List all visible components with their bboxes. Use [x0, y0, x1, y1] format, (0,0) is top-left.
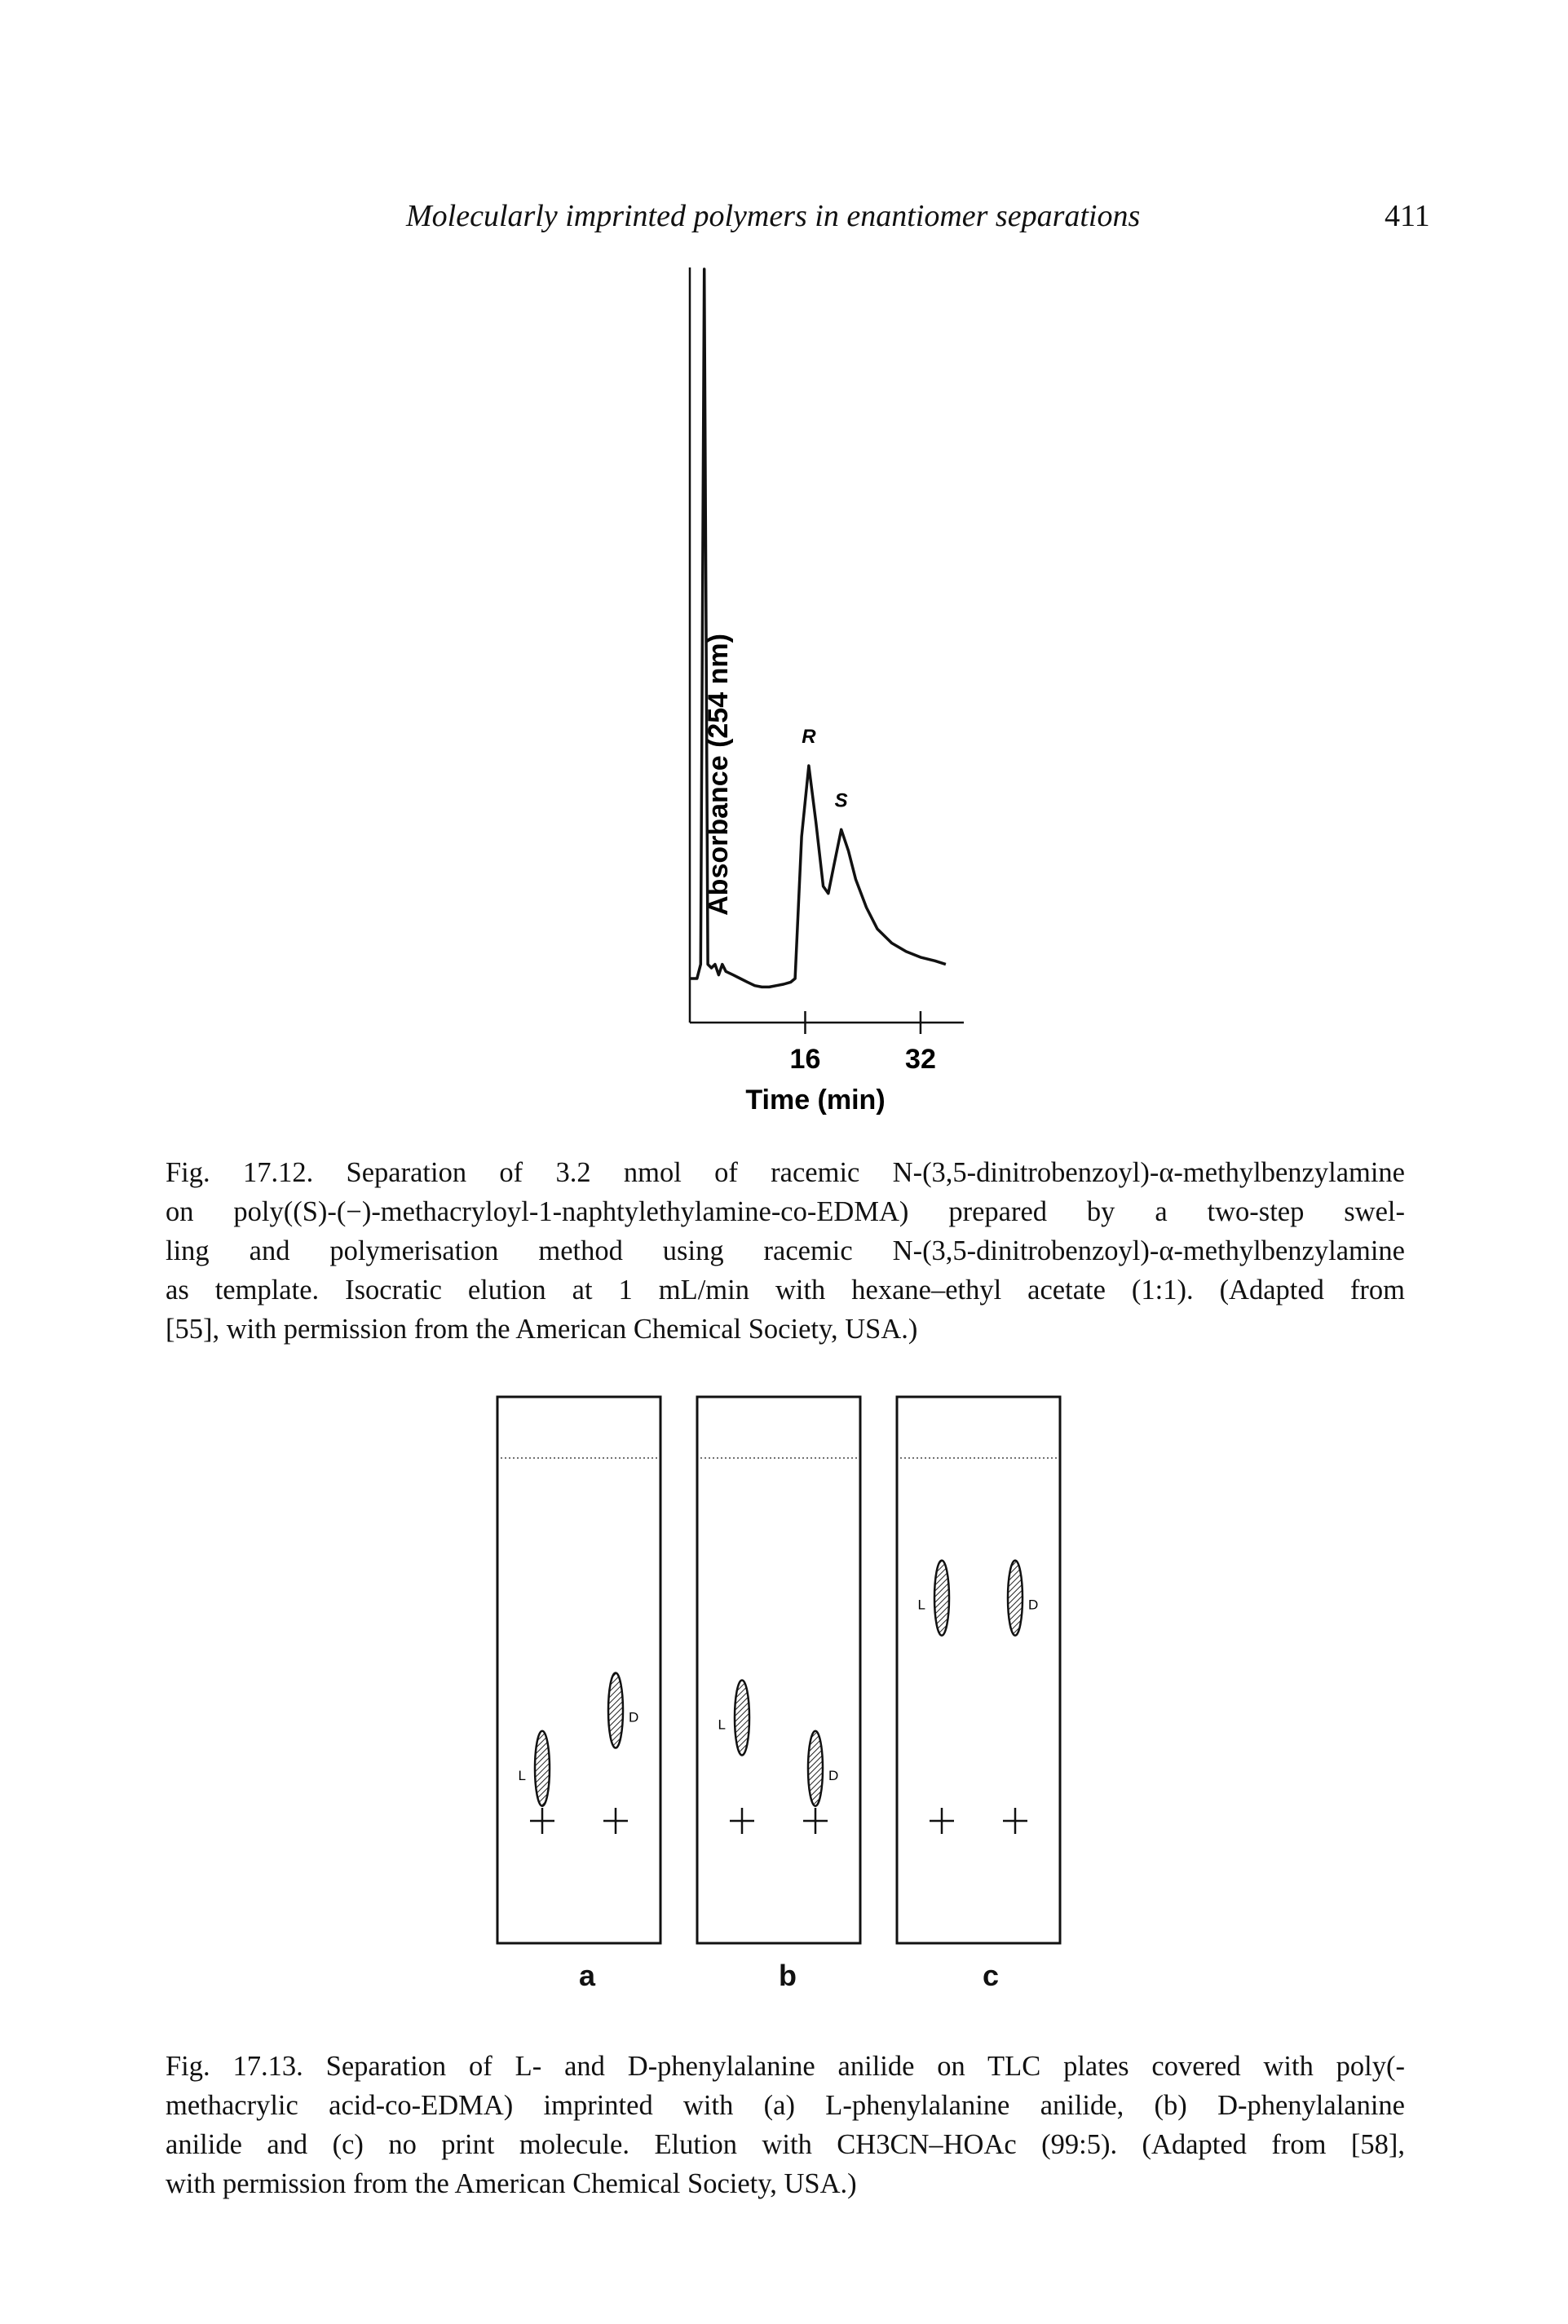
- page-number: 411: [1385, 199, 1430, 233]
- caption-line: Fig. 17.13. Separation of L- and D-pheny…: [166, 2051, 1405, 2082]
- caption-line: as template. Isocratic elution at 1 mL/m…: [166, 1275, 1405, 1306]
- caption-line: on poly((S)-(−)-methacryloyl-1-naphtylet…: [166, 1196, 1405, 1227]
- running-title: Molecularly imprinted polymers in enanti…: [406, 199, 1141, 233]
- tlc-plate-b: LD: [696, 1395, 862, 1945]
- spot-label-l: L: [718, 1716, 726, 1732]
- caption-line: ling and polymerisation method using rac…: [166, 1235, 1405, 1266]
- plate-label-b: b: [779, 1959, 797, 1992]
- spot-d: [1006, 1559, 1024, 1637]
- plate-border: [895, 1395, 1062, 1945]
- spot-l: [933, 1559, 951, 1637]
- spot-label-l: L: [918, 1597, 925, 1613]
- spot-l: [533, 1730, 551, 1807]
- spot-label-d: D: [629, 1710, 638, 1725]
- chromatogram-trace: [690, 267, 947, 989]
- plate-label-c: c: [983, 1959, 1000, 1992]
- caption-line: methacrylic acid-co-EDMA) imprinted with…: [166, 2090, 1405, 2121]
- caption-line: with permission from the American Chemic…: [166, 2168, 857, 2199]
- plate-label-a: a: [579, 1959, 596, 1992]
- spot-d: [806, 1730, 824, 1807]
- caption-line: anilide and (c) no print molecule. Eluti…: [166, 2129, 1405, 2160]
- spot-label-d: D: [828, 1768, 838, 1783]
- tlc-plate-a: LD: [496, 1395, 662, 1945]
- peak-label-s: S: [835, 789, 848, 811]
- spot-d: [607, 1672, 625, 1749]
- caption-line: [55], with permission from the American …: [166, 1314, 918, 1345]
- figure-17-12-caption: Fig. 17.12. Separation of 3.2 nmol of ra…: [166, 1153, 1405, 1349]
- figure-17-13-caption: Fig. 17.13. Separation of L- and D-pheny…: [166, 2047, 1405, 2203]
- plate-border: [496, 1395, 662, 1945]
- x-tick-label: 16: [790, 1044, 821, 1075]
- spot-label-d: D: [1028, 1597, 1038, 1613]
- spot-label-l: L: [519, 1768, 526, 1783]
- spot-l: [733, 1679, 751, 1756]
- peak-label-r: R: [802, 726, 816, 748]
- caption-line: Fig. 17.12. Separation of 3.2 nmol of ra…: [166, 1157, 1405, 1188]
- x-axis-label: Time (min): [745, 1085, 885, 1116]
- peak-labels: RS: [802, 726, 847, 811]
- plate-border: [696, 1395, 862, 1945]
- x-tick-label: 32: [905, 1044, 936, 1075]
